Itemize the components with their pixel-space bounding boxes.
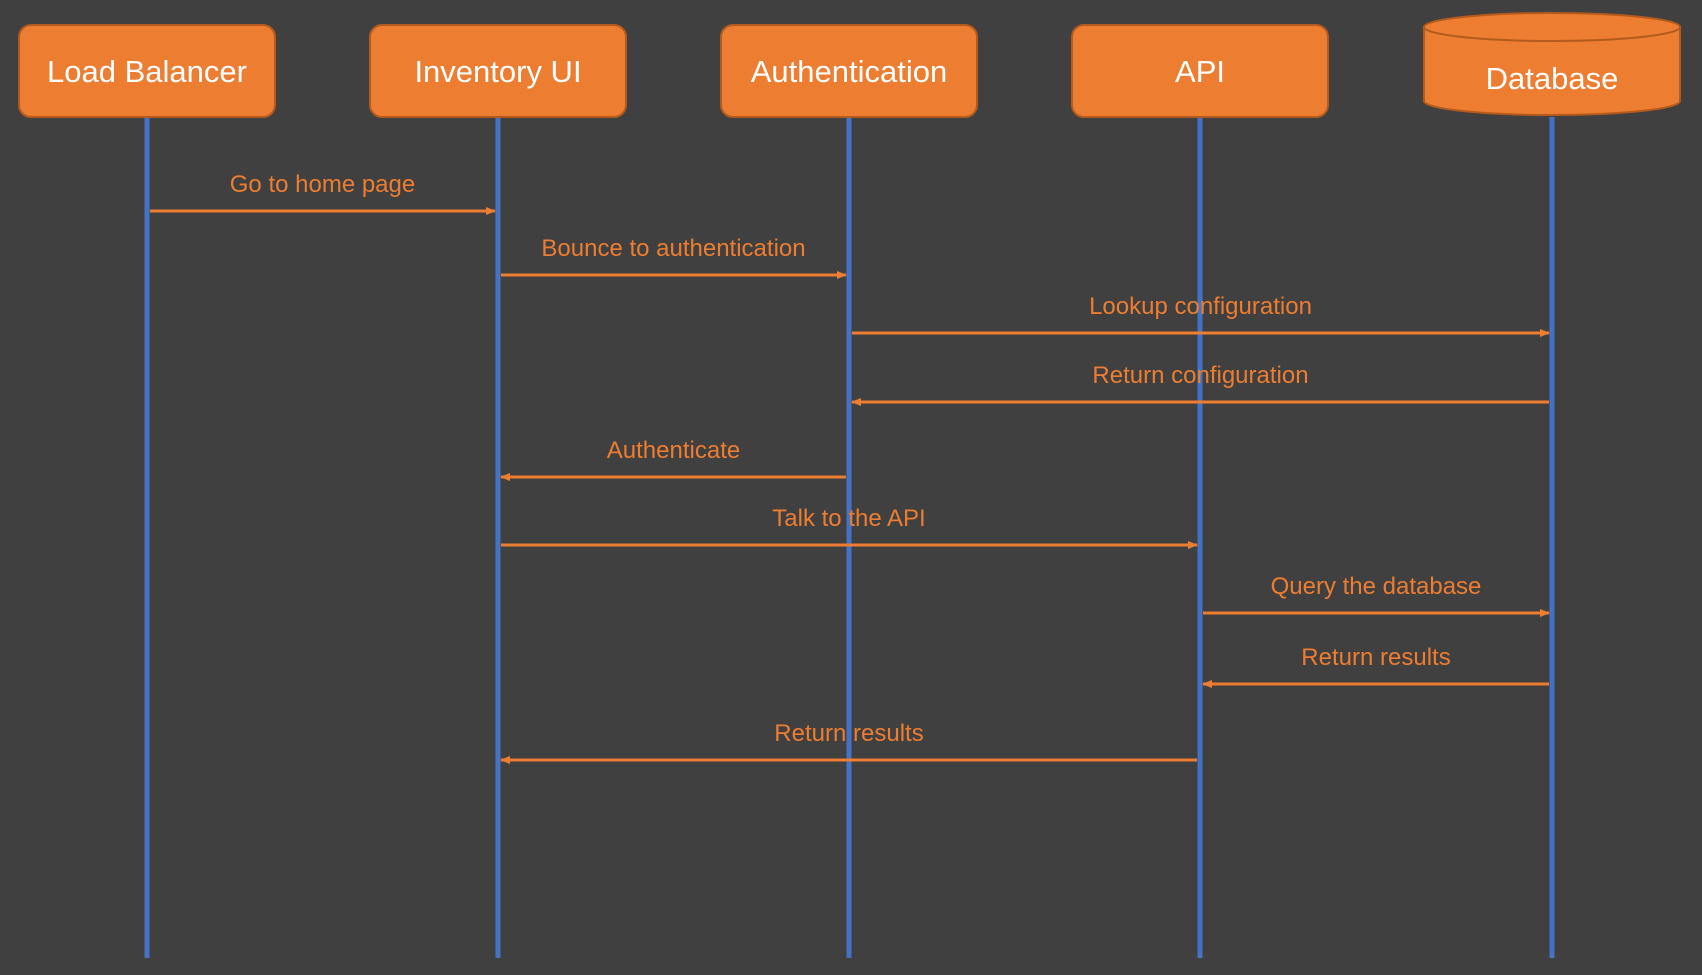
participant-box: [1071, 24, 1329, 118]
message-label: Talk to the API: [772, 505, 925, 532]
message-label: Return results: [1301, 644, 1450, 671]
message-label: Lookup configuration: [1089, 293, 1312, 320]
database-cylinder-body: [1423, 26, 1681, 116]
message-8: Return results: [1202, 644, 1549, 688]
message-9: Return results: [500, 720, 1197, 764]
lifelines: [144, 117, 1555, 958]
message-label: Return configuration: [1092, 362, 1308, 389]
message-2: Bounce to authentication: [501, 235, 847, 279]
message-label: Go to home page: [230, 171, 415, 198]
participants: Load Balancer Inventory UI Authentication A…: [18, 12, 1681, 118]
message-7: Query the database: [1203, 573, 1550, 617]
participant-label: Load Balancer: [47, 54, 247, 89]
participant-db: Database: [1423, 12, 1681, 116]
participant-box: [720, 24, 978, 118]
participant-ui: Inventory UI: [369, 24, 627, 118]
message-label: Authenticate: [607, 437, 740, 464]
participant-label: Authentication: [751, 54, 947, 89]
database-cylinder-top: [1423, 12, 1681, 42]
message-label: Return results: [774, 720, 923, 747]
message-5: Authenticate: [500, 437, 846, 481]
message-label: Bounce to authentication: [541, 235, 805, 262]
participant-auth: Authentication: [720, 24, 978, 118]
message-label: Query the database: [1271, 573, 1482, 600]
participant-label: API: [1175, 54, 1225, 89]
message-3: Lookup configuration: [852, 293, 1550, 337]
participant-api: API: [1071, 24, 1329, 118]
participant-lb: Load Balancer: [18, 24, 276, 118]
participant-box: [18, 24, 276, 118]
participant-label: Inventory UI: [414, 54, 581, 89]
message-1: Go to home page: [150, 171, 496, 215]
participant-box: [369, 24, 627, 118]
message-4: Return configuration: [851, 362, 1549, 406]
message-6: Talk to the API: [501, 505, 1198, 549]
participant-label: Database: [1486, 61, 1619, 96]
